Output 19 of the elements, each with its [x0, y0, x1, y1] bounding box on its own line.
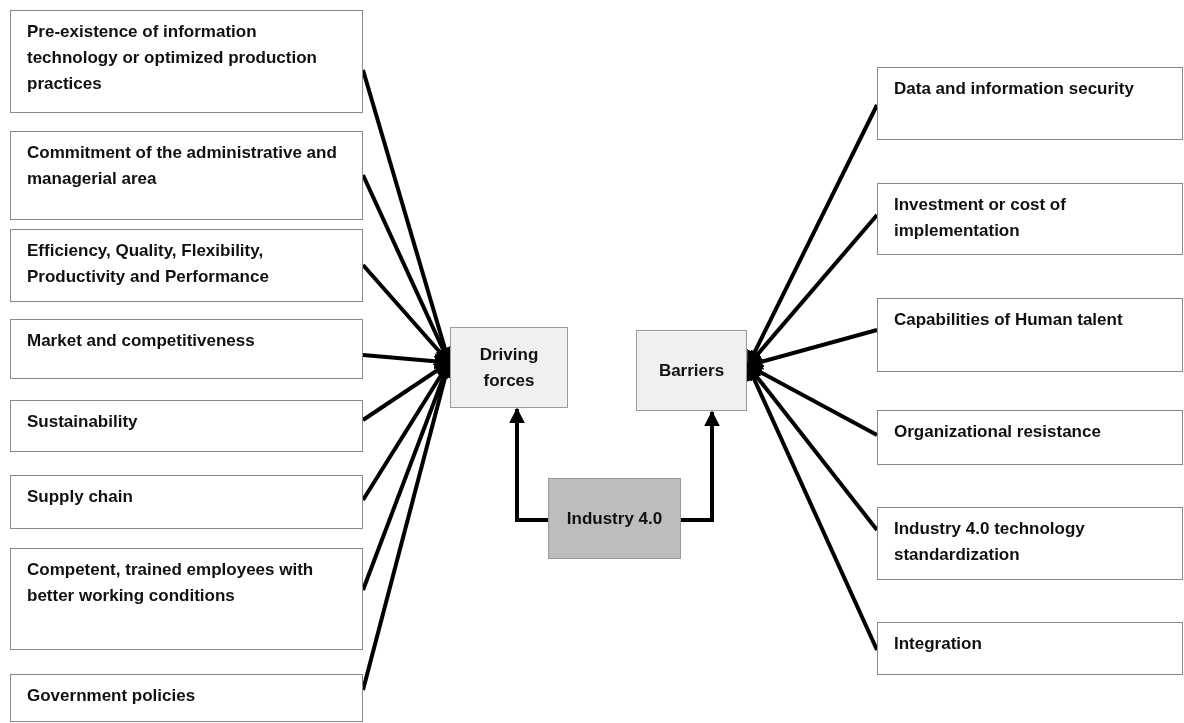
factor-box: Sustainability [10, 400, 363, 452]
factor-box: Organizational resistance [877, 410, 1183, 465]
arrow [509, 407, 548, 522]
arrow [681, 410, 720, 522]
factor-box: Competent, trained employees with better working conditions [10, 548, 363, 650]
factor-box: Industry 4.0 technology standardization [877, 507, 1183, 580]
concept-box: Driving forces [450, 327, 568, 408]
factor-box: Capabilities of Human talent [877, 298, 1183, 372]
factor-box: Efficiency, Quality, Flexibility, Productivity and Performance [10, 229, 363, 302]
factor-box: Government policies [10, 674, 363, 722]
factor-box: Integration [877, 622, 1183, 675]
concept-box: Barriers [636, 330, 747, 411]
factor-box: Pre-existence of information technology or optimized production practices [10, 10, 363, 113]
factor-box: Data and information security [877, 67, 1183, 140]
concept-box: Industry 4.0 [548, 478, 681, 559]
factor-box: Commitment of the administrative and managerial area [10, 131, 363, 220]
factor-box: Market and competitiveness [10, 319, 363, 379]
factor-box: Investment or cost of implementation [877, 183, 1183, 255]
factor-box: Supply chain [10, 475, 363, 529]
